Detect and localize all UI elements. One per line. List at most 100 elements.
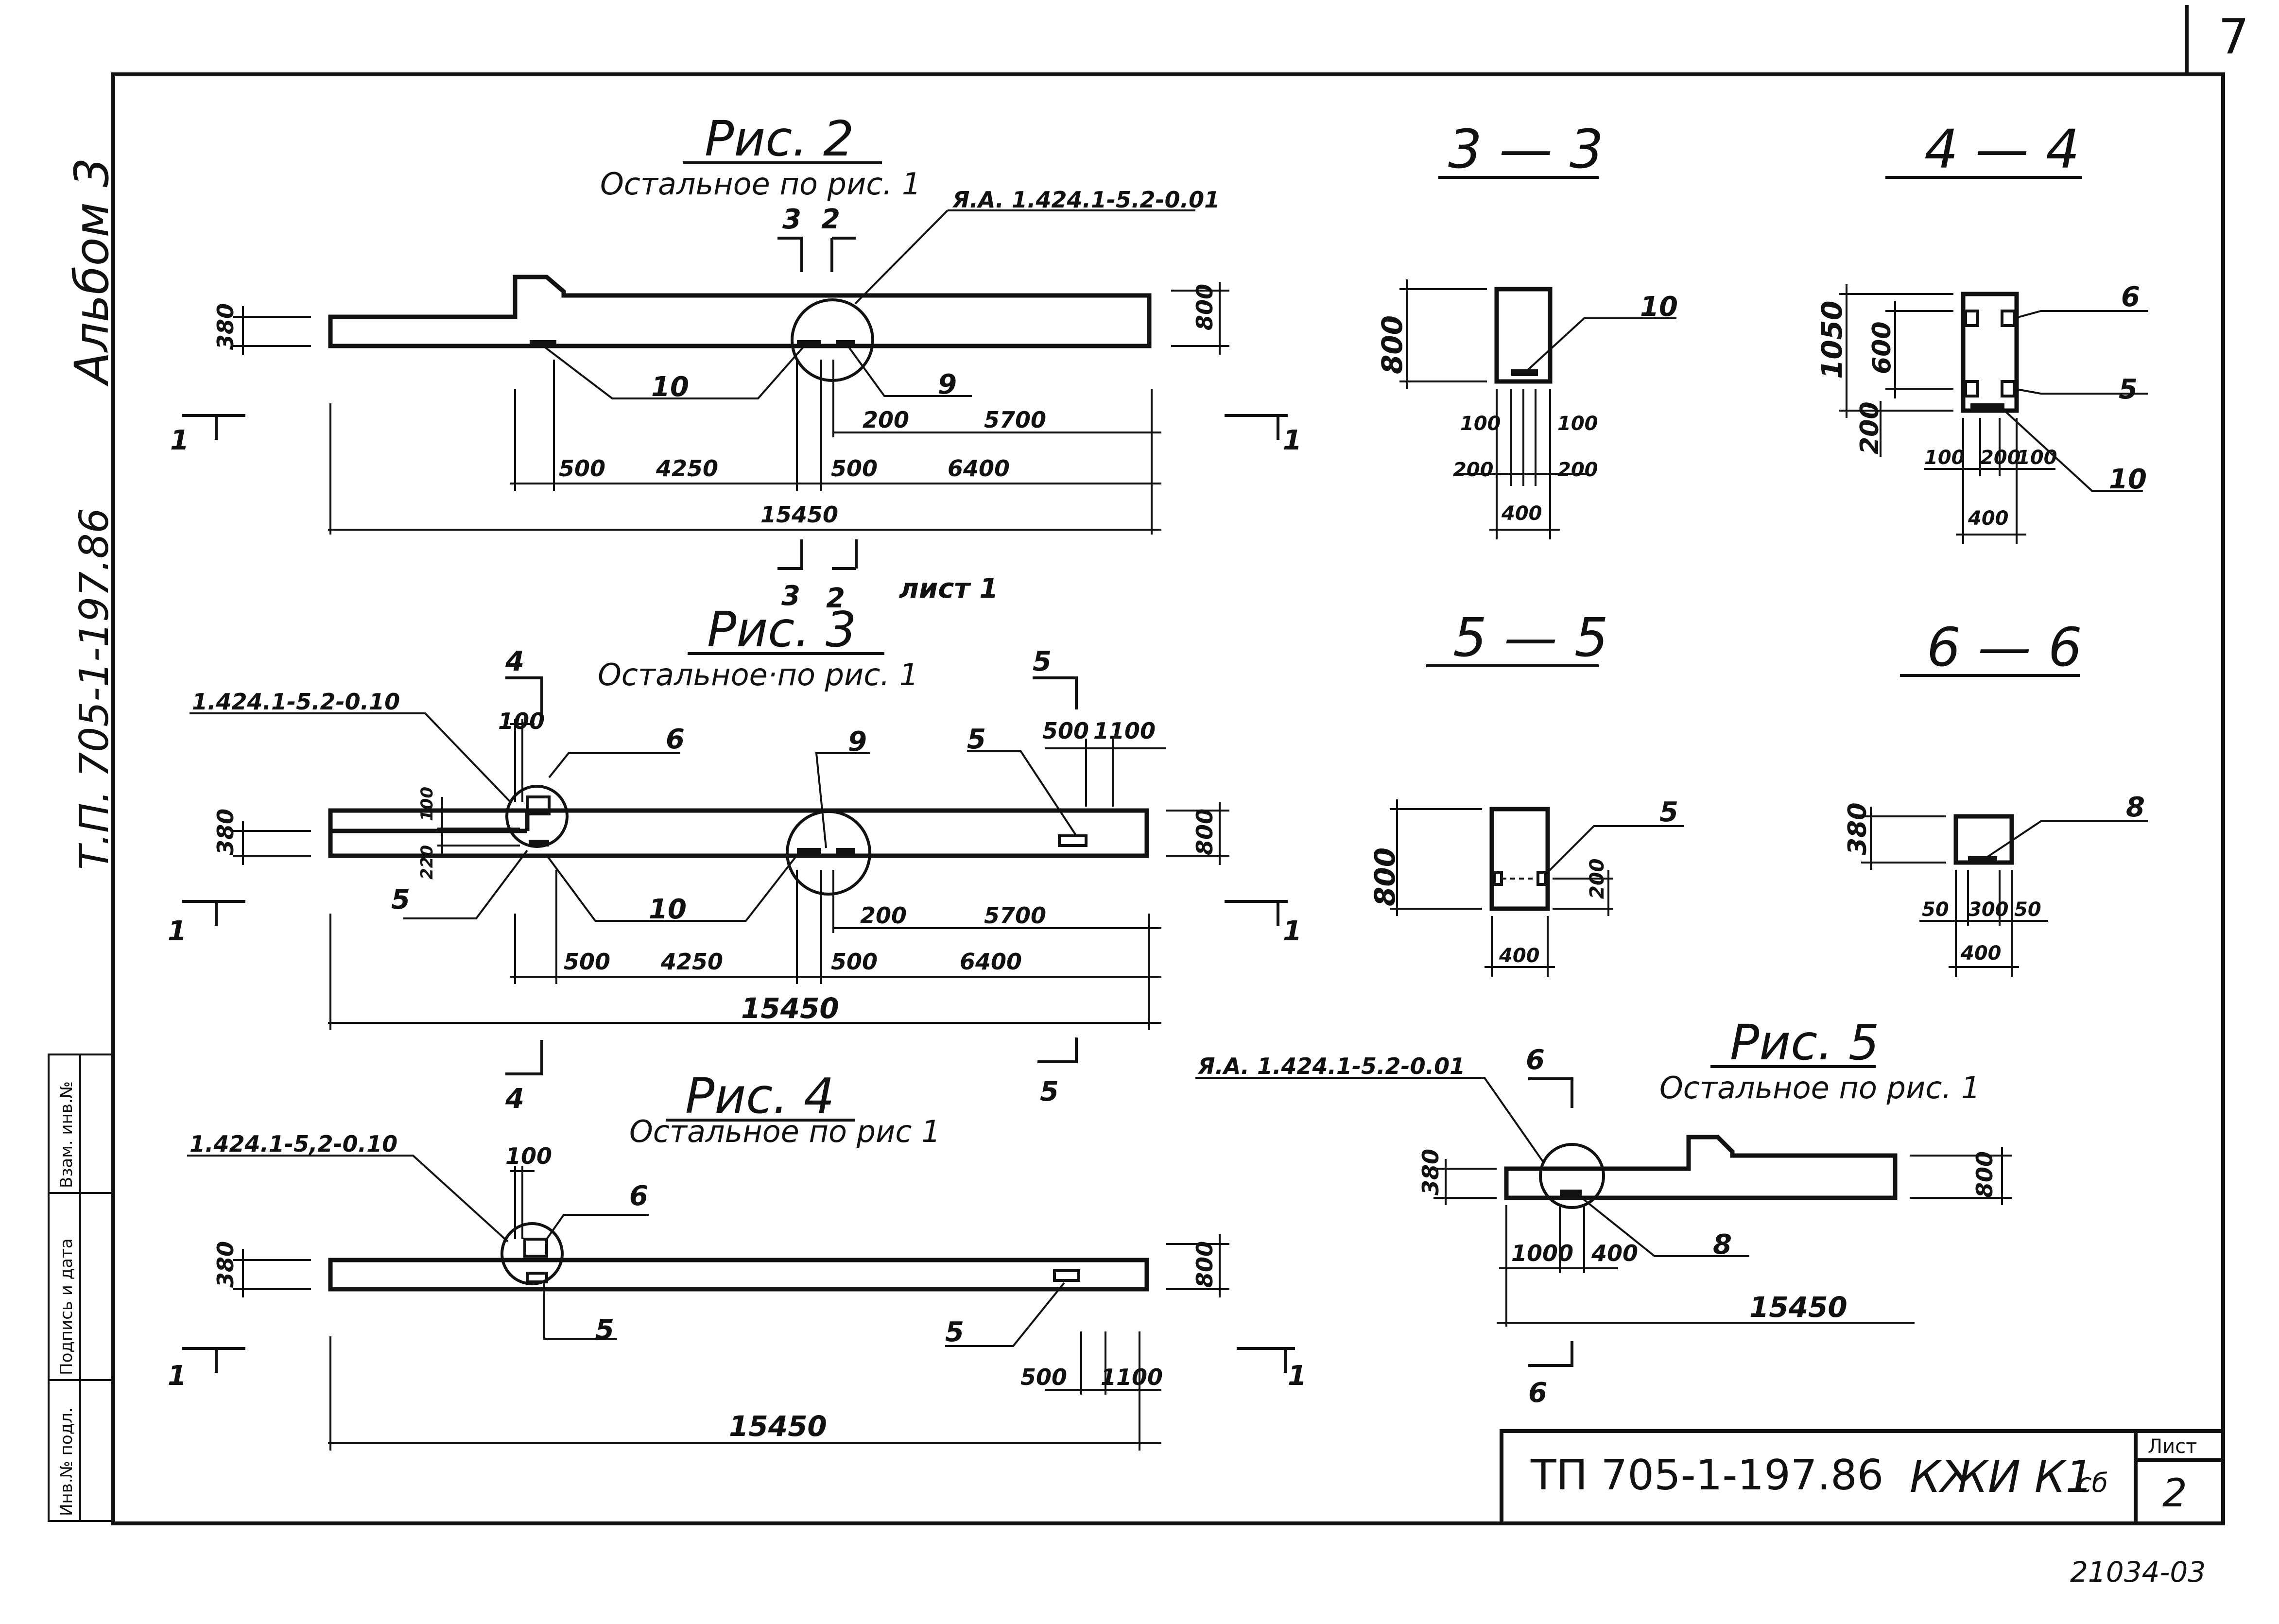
s44-embed-top-left	[1964, 310, 1979, 327]
fig3-title: Рис. 3	[707, 601, 856, 658]
s44-callout-6: 6	[2121, 281, 2140, 313]
fig4-dim-total: 15450	[729, 1410, 827, 1443]
fig2-height-800: 800	[1191, 284, 1218, 330]
s44-callout-5: 5	[2119, 374, 2138, 405]
s66-dim-400: 400	[1960, 942, 2002, 965]
fig2-mark-2: 2	[821, 204, 840, 235]
fig4-embed-bottom	[526, 1272, 548, 1283]
fig5-embed	[1560, 1190, 1582, 1196]
s44-height-600: 600	[1867, 321, 1897, 374]
fig4-embed-top	[523, 1238, 548, 1258]
section-6-6: 6 — 6 380 8 50 300 50 400	[1843, 616, 2148, 977]
fig4-height-800: 800	[1191, 1241, 1218, 1288]
fig3-cut-left: 1	[168, 916, 187, 947]
s55-callout-5: 5	[1659, 796, 1678, 828]
figure-2: Рис. 2 Остальное по рис. 1 Я.А. 1.424.1-…	[170, 110, 1302, 614]
fig3-embed-top	[526, 795, 551, 815]
s44-callout-10: 10	[2109, 464, 2147, 495]
s66-dim-300: 300	[1968, 898, 2009, 921]
footer-number: 21034-03	[2070, 1555, 2206, 1589]
s33-height-800: 800	[1376, 315, 1409, 374]
fig4-callout-5-left: 5	[595, 1314, 614, 1346]
fig3-subtitle: Остальное·по рис. 1	[598, 657, 918, 692]
fig5-mark-6: 6	[1526, 1044, 1545, 1076]
fig4-callout-5-right: 5	[945, 1316, 964, 1348]
page-number: 7	[2218, 8, 2249, 65]
fig3-mark-5b: 5	[1040, 1076, 1059, 1107]
section-5-5: 5 — 5 800 5 200 400	[1368, 606, 1684, 977]
fig2-dim-5700: 5700	[984, 407, 1046, 433]
s44-embed-top-right	[2001, 310, 2016, 327]
album-label: Альбом 3	[65, 157, 119, 387]
fig3-dim-500b: 500	[831, 949, 878, 975]
s33-dim-100-right: 100	[1557, 413, 1598, 435]
fig3-dim-1100r: 1100	[1093, 718, 1156, 744]
fig4-cut-left: 1	[168, 1360, 187, 1392]
fig5-subtitle: Остальное по рис. 1	[1659, 1070, 1980, 1106]
fig5-height-800: 800	[1971, 1151, 1998, 1198]
fig5-ref-code: Я.А. 1.424.1-5.2-0.01	[1197, 1053, 1465, 1079]
s33-title: 3 — 3	[1448, 118, 1604, 180]
fig3-dim-6400: 6400	[960, 949, 1022, 975]
fig3-callout-6: 6	[666, 724, 685, 755]
fig3-dim-100: 100	[498, 708, 545, 734]
fig2-dim-6400: 6400	[948, 455, 1010, 482]
s66-callout-8: 8	[2126, 792, 2145, 823]
fig2-cut-right: 1	[1283, 425, 1302, 456]
fig5-beam	[1504, 1135, 1898, 1200]
fig5-height-380: 380	[1417, 1149, 1444, 1195]
fig2-subtitle: Остальное по рис. 1	[600, 166, 921, 202]
fig3-ref-code: 1.424.1-5.2-0.10	[192, 689, 400, 715]
fig3-height-220: 220	[417, 845, 437, 880]
stamp-inv-label: Инв.№ подл.	[57, 1407, 76, 1516]
fig2-ref-code: Я.А. 1.424.1-5.2-0.01	[952, 187, 1220, 213]
s55-embed-right	[1537, 871, 1547, 886]
fig3-cut-right: 1	[1283, 916, 1302, 947]
s66-height-380: 380	[1843, 802, 1872, 855]
fig3-height-800: 800	[1191, 809, 1218, 855]
fig2-callout-10: 10	[651, 371, 689, 403]
stamp-replace-label: Взам. инв.№	[57, 1081, 76, 1188]
figure-5: Рис. 5 Остальное по рис. 1 Я.А. 1.424.1-…	[1195, 1014, 2012, 1409]
s44-embed-bot-left	[1964, 380, 1979, 397]
s44-dim-200: 200	[1980, 447, 2021, 469]
s44-height-200: 200	[1855, 401, 1884, 454]
fig3-height-100: 100	[417, 787, 437, 821]
title-block-mark-suffix: сб	[2077, 1468, 2108, 1498]
fig2-dim-total: 15450	[760, 501, 838, 528]
fig3-dim-500r: 500	[1042, 718, 1089, 744]
stamp-signature-label: Подпись и дата	[57, 1238, 76, 1375]
s44-cross-section	[1961, 292, 2019, 413]
s44-embed-bot-right	[2001, 380, 2016, 397]
fig4-dim-1100: 1100	[1101, 1364, 1163, 1390]
fig4-subtitle: Остальное по рис 1	[629, 1114, 941, 1149]
fig3-callout-10: 10	[649, 894, 687, 925]
fig4-height-380: 380	[212, 1241, 239, 1288]
figure-3: Рис. 3 Остальное·по рис. 1 1.424.1-5.2-0…	[168, 601, 1302, 1115]
s55-title: 5 — 5	[1453, 606, 1608, 669]
s66-cross-section	[1953, 814, 2014, 865]
fig3-mark-4: 4	[505, 646, 524, 677]
fig2-dim-4250: 4250	[656, 455, 718, 482]
s55-cross-section	[1489, 807, 1550, 911]
s44-title: 4 — 4	[1924, 118, 2080, 180]
fig2-dim-200: 200	[863, 407, 909, 433]
fig3-detail-circle-mid	[786, 810, 871, 896]
fig5-title: Рис. 5	[1730, 1014, 1879, 1071]
s66-dim-50-left: 50	[1922, 898, 1949, 921]
fig3-mark-4b: 4	[505, 1083, 524, 1115]
s33-cross-section	[1494, 287, 1553, 384]
fig5-detail-circle	[1539, 1143, 1605, 1209]
project-side-code: Т.П. 705-1-197.86	[71, 508, 118, 870]
fig3-dim-500a: 500	[564, 949, 610, 975]
fig5-callout-8: 8	[1713, 1229, 1732, 1261]
drawing-frame	[111, 72, 2225, 1525]
s55-dim-400: 400	[1499, 945, 1540, 967]
fig2-cut-left: 1	[170, 425, 189, 456]
fig4-ref-code: 1.424.1-5,2-0.10	[190, 1131, 397, 1157]
s33-dim-100-left: 100	[1460, 413, 1501, 435]
fig4-callout-6: 6	[629, 1180, 648, 1212]
fig5-dim-400: 400	[1591, 1240, 1638, 1266]
side-stamp: Инв.№ подл. Подпись и дата Взам. инв.№	[48, 1054, 114, 1522]
